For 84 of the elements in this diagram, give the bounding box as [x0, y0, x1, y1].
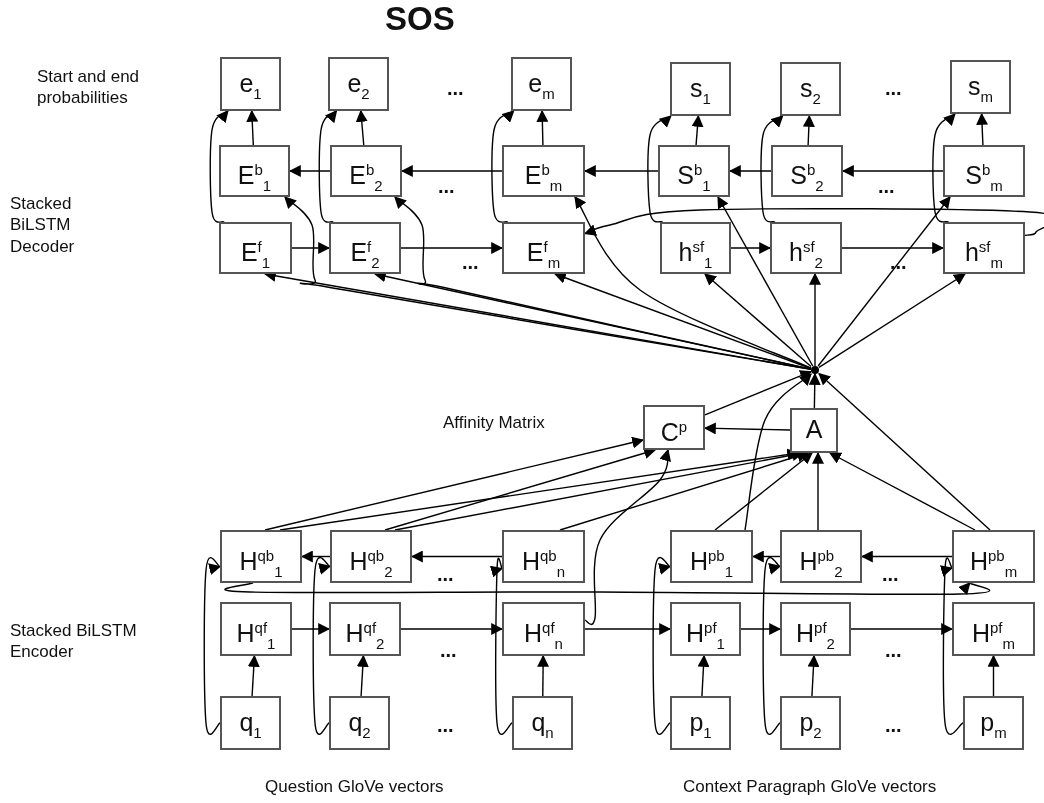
arrow [704, 370, 813, 416]
arrow [987, 654, 1000, 697]
annotation-label: Stacked BiLSTM Decoder [10, 193, 76, 257]
arrow [584, 448, 673, 626]
arrow [400, 623, 504, 635]
arrow [400, 242, 504, 254]
arrow [976, 112, 989, 146]
state-box: A [790, 408, 838, 453]
state-box: q$_{1}$ [220, 696, 281, 750]
arrow [740, 623, 782, 635]
arrow [284, 196, 812, 370]
ellipsis: ... [885, 78, 902, 98]
arrow [817, 196, 951, 367]
annotation-label: Start and end probabilities [37, 66, 141, 109]
arrow [291, 242, 331, 254]
ellipsis: ... [882, 564, 899, 584]
arrow [691, 114, 704, 146]
arrow [584, 623, 672, 635]
arrow [264, 436, 645, 531]
arrow [318, 110, 338, 223]
arrow [828, 452, 976, 531]
arrow [744, 373, 812, 531]
arrow [841, 242, 945, 254]
arrow [697, 654, 710, 697]
arrow [932, 113, 956, 223]
arrow [491, 556, 513, 736]
ellipsis: ... [447, 78, 464, 98]
state-box: q$_{2}$ [329, 696, 390, 750]
arrow [312, 556, 332, 736]
ellipsis: ... [437, 564, 454, 584]
arrow [394, 196, 812, 370]
ellipsis: ... [462, 252, 479, 272]
state-box: e$_{1}$ [220, 57, 281, 111]
state-box: q$_{n}$ [512, 696, 573, 750]
arrow [574, 196, 812, 369]
arrow [491, 110, 515, 223]
arrow [247, 654, 260, 697]
annotation-label: Affinity Matrix [443, 412, 545, 434]
annotation-label: Stacked BiLSTM Encoder [10, 620, 138, 663]
arrow [818, 273, 966, 369]
arrow [818, 372, 991, 531]
arrow [355, 109, 368, 146]
ellipsis: ... [890, 252, 907, 272]
annotation-label: Question GloVe vectors [265, 776, 444, 798]
arrow [714, 452, 813, 531]
state-box: s$_{1}$ [670, 62, 731, 116]
state-box: s$_{m}$ [950, 60, 1011, 114]
arrow [536, 109, 549, 146]
ellipsis: ... [878, 176, 895, 196]
arrow [762, 556, 782, 736]
ellipsis: ... [440, 640, 457, 660]
state-box: p$_{2}$ [780, 696, 841, 750]
ellipsis: ... [885, 715, 902, 735]
diagram-title: SOS [385, 0, 455, 38]
arrow [224, 582, 991, 596]
ellipsis: ... [438, 176, 455, 196]
arrow [704, 273, 812, 368]
junction-dot [811, 366, 819, 374]
arrow [812, 451, 824, 531]
arrow [647, 115, 672, 223]
arrow [537, 654, 550, 697]
state-box: s$_{2}$ [780, 62, 841, 116]
state-box: p$_{1}$ [670, 696, 731, 750]
ellipsis: ... [885, 640, 902, 660]
arrow [802, 114, 815, 146]
state-box: C$^{p}$ [643, 405, 705, 450]
ellipsis: ... [437, 715, 454, 735]
arrow [291, 623, 331, 635]
arrow [203, 556, 222, 736]
arrow [652, 556, 672, 736]
state-box: e$_{2}$ [328, 57, 389, 111]
arrow [809, 272, 821, 367]
arrow [807, 654, 820, 697]
annotation-label: Context Paragraph GloVe vectors [683, 776, 937, 798]
arrow [717, 195, 814, 367]
state-box: e$_{m}$ [511, 57, 572, 111]
arrow [808, 372, 821, 409]
arrow [246, 109, 259, 146]
arrow [940, 556, 964, 736]
arrow [730, 242, 772, 254]
arrow [850, 623, 954, 635]
arrow [760, 115, 784, 223]
arrow [356, 654, 369, 697]
state-box: p$_{m}$ [963, 696, 1024, 750]
